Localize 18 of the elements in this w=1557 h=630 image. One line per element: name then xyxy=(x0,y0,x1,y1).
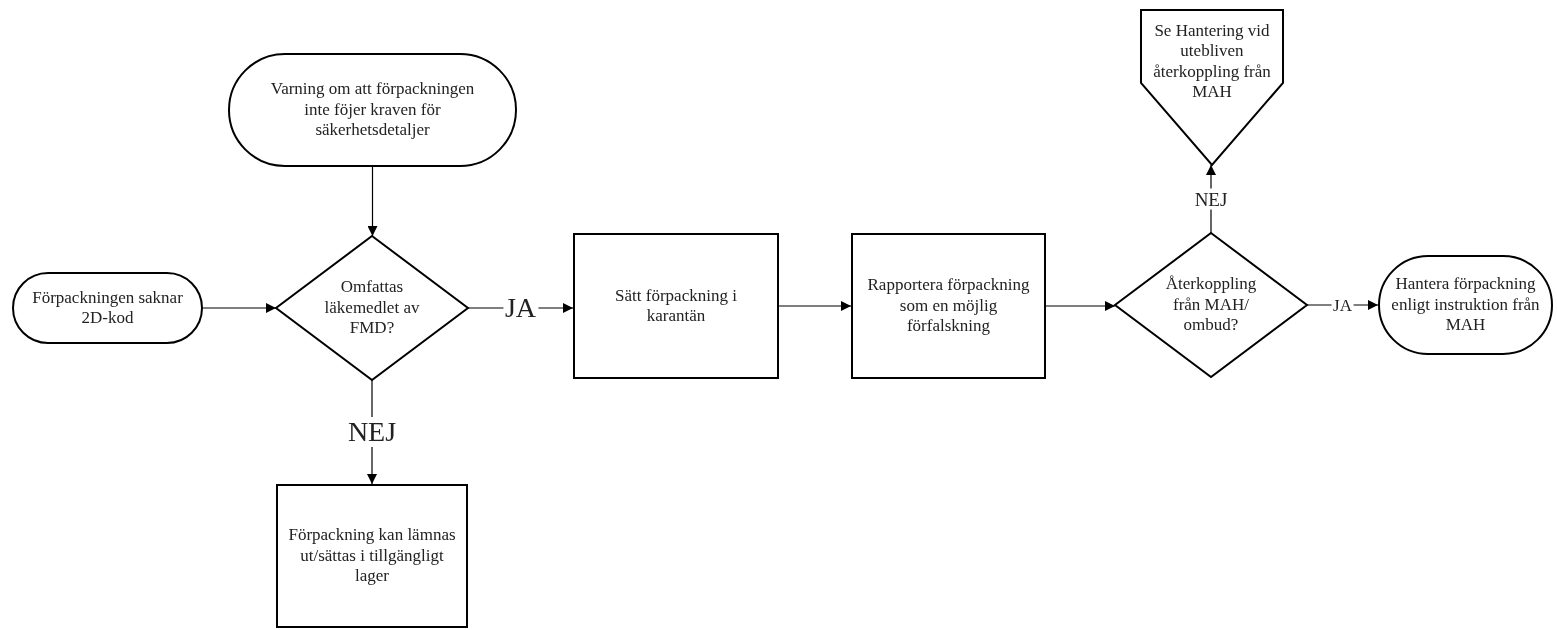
node-text: Omfattas läkemedlet av FMD? xyxy=(324,277,420,339)
edge-label: NEJ xyxy=(1192,188,1230,210)
node-text: Förpackningen saknar 2D-kod xyxy=(31,287,184,329)
process-box xyxy=(573,233,779,379)
node-text: Rapportera förpackning som en möjlig förfalskning xyxy=(867,275,1030,337)
node-text: Återkoppling från MAH/ ombud? xyxy=(1164,274,1258,336)
process-box xyxy=(851,233,1046,379)
arrow xyxy=(778,301,852,311)
node-text: Se Hantering vid utebliven återkoppling från MAH xyxy=(1152,20,1272,103)
node-text: Sätt förpackning i karantän xyxy=(614,285,738,327)
arrow xyxy=(1045,301,1116,311)
process-box xyxy=(276,484,468,628)
node-text: Varning om att förpackningen inte föjer kraven för säkerhetsdetaljer xyxy=(269,79,476,141)
node-text: Förpackning kan lämnas ut/sättas i tillgängligt lager xyxy=(288,525,456,587)
edge-label: NEJ xyxy=(345,417,399,447)
arrow xyxy=(202,303,277,313)
node-text: Hantera förpackning enligt instruktion från MAH xyxy=(1390,274,1541,336)
arrow xyxy=(367,166,378,237)
